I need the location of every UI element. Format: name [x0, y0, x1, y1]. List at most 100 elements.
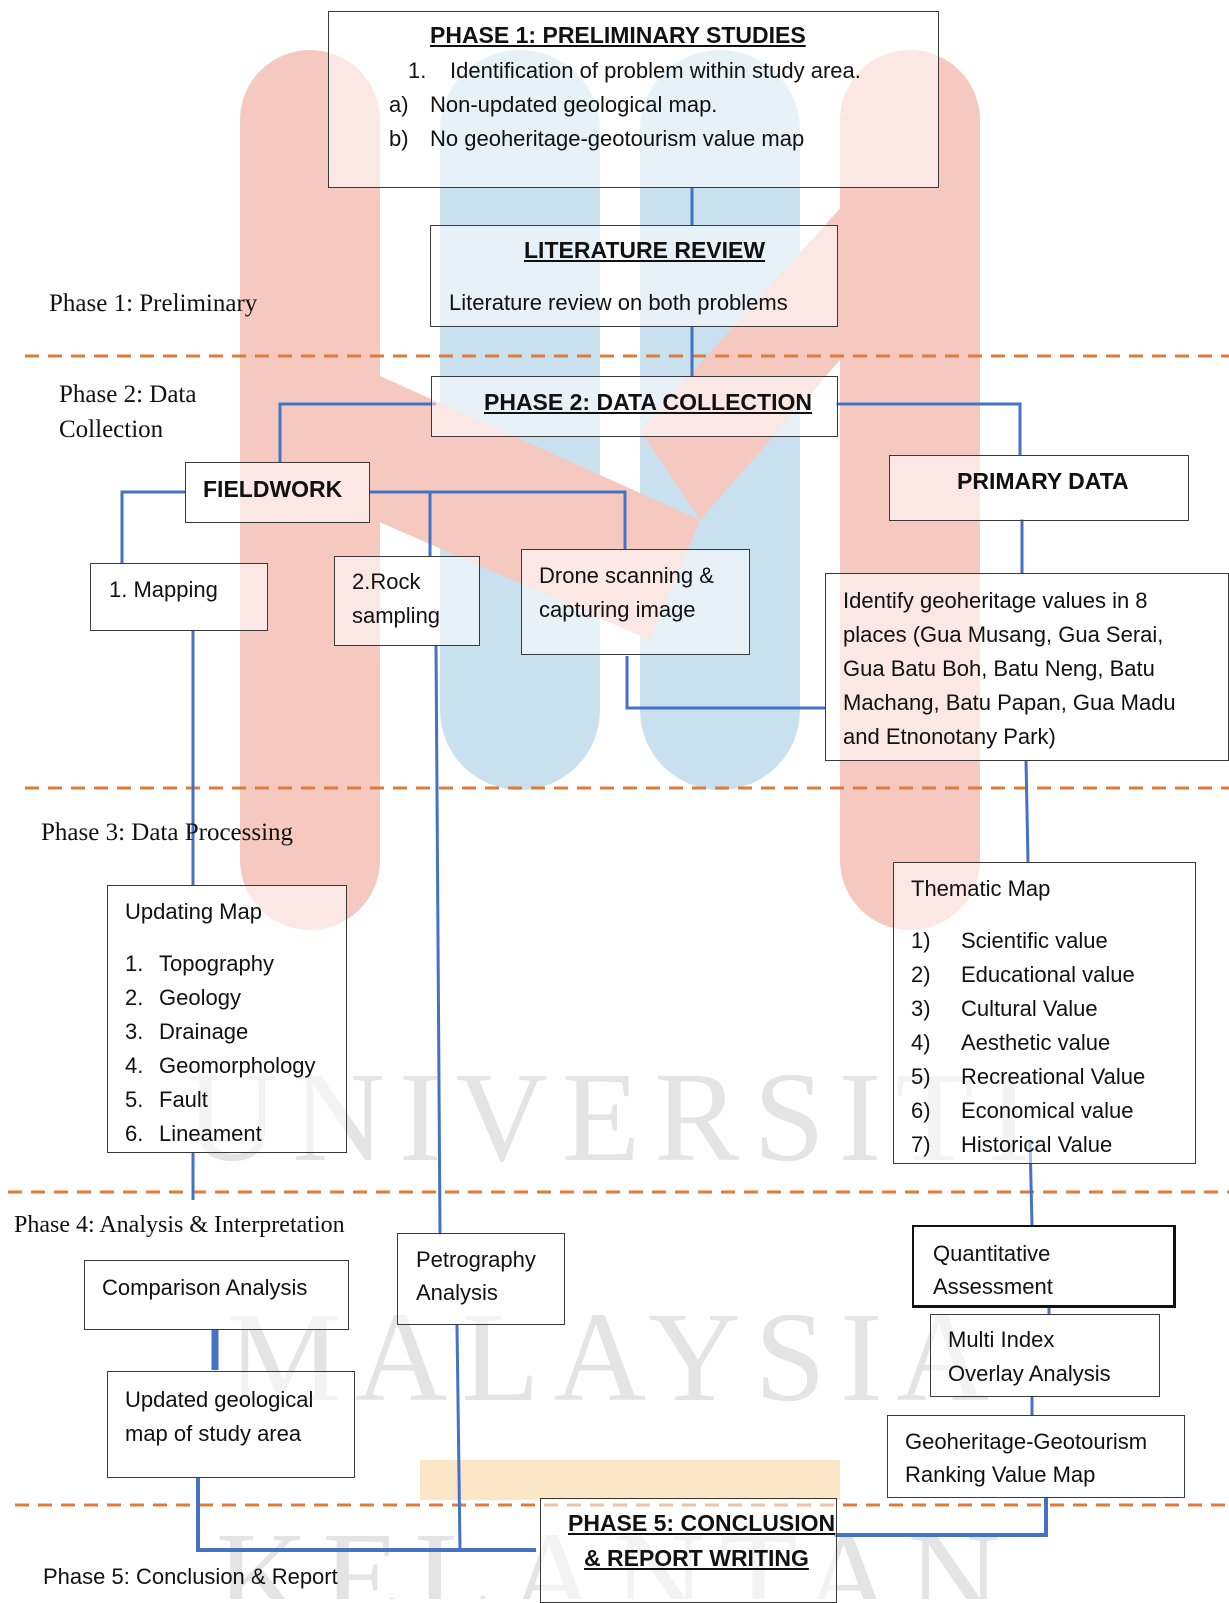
- conclusion-box: [540, 1498, 837, 1603]
- preliminary-studies-box: [328, 11, 939, 188]
- item-text: Recreational Value: [961, 1064, 1146, 1089]
- connector-collection-primary: [836, 402, 1022, 455]
- preliminary-studies-title: PHASE 1: PRELIMINARY STUDIES: [430, 22, 806, 48]
- item-number: 3): [911, 996, 931, 1021]
- item-number: 3.: [125, 1019, 144, 1044]
- thematic-map-item: 5) Recreational Value: [911, 1064, 1145, 1090]
- connector-rock-petro: [434, 644, 442, 1234]
- updating-map-box: [107, 885, 347, 1153]
- thematic-map-item: 6) Economical value: [911, 1098, 1133, 1124]
- rock-sampling-line2: sampling: [352, 603, 441, 628]
- multi-index-overlay-box: [930, 1314, 1160, 1397]
- item-number: 4): [911, 1030, 931, 1055]
- item-text: Educational value: [961, 962, 1135, 987]
- item-number: 6.: [125, 1121, 144, 1146]
- fieldwork-title: FIELDWORK: [203, 476, 343, 502]
- item-number: 4.: [125, 1053, 144, 1078]
- drone-scanning-line2: capturing image: [539, 597, 696, 622]
- item-text: Scientific value: [961, 928, 1108, 953]
- problem-item-1-number: 1.: [408, 58, 427, 83]
- item-number: 1): [911, 928, 931, 953]
- primary-data-title: PRIMARY DATA: [957, 468, 1129, 494]
- item-text: Geology: [159, 985, 241, 1010]
- quantitative-line2: Assessment: [933, 1274, 1053, 1299]
- conclusion-line1: PHASE 5: CONCLUSION: [568, 1510, 836, 1536]
- problem-item-b-marker: b): [389, 126, 409, 151]
- item-text: Topography: [159, 951, 274, 976]
- connector-identify-thematic: [1024, 759, 1030, 863]
- item-number: 6): [911, 1098, 931, 1123]
- rock-sampling-box: [334, 556, 480, 646]
- identify-line-2: places (Gua Musang, Gua Serai,: [843, 622, 1164, 647]
- data-collection-box: [431, 376, 838, 437]
- problem-item-a: Non-updated geological map.: [430, 92, 718, 117]
- thematic-map-item: 3) Cultural Value: [911, 996, 1098, 1022]
- problem-item-b: No geoheritage-geotourism value map: [430, 126, 805, 151]
- literature-review-title: LITERATURE REVIEW: [524, 237, 766, 263]
- petrography-line1: Petrography: [416, 1247, 536, 1272]
- item-text: Geomorphology: [159, 1053, 316, 1078]
- identify-geoheritage-box: [825, 573, 1229, 761]
- updated-map-line2: map of study area: [125, 1421, 302, 1446]
- item-number: 5.: [125, 1087, 144, 1112]
- updating-map-item: 3. Drainage: [125, 1019, 248, 1045]
- identify-line-1: Identify geoheritage values in 8: [843, 588, 1148, 613]
- literature-review-text: Literature review on both problems: [449, 290, 788, 315]
- problem-item-1: Identification of problem within study a…: [450, 58, 861, 83]
- connector-drone-identify: [625, 656, 825, 710]
- item-number: 2): [911, 962, 931, 987]
- phase2-label-line2: Collection: [59, 416, 164, 443]
- rock-sampling-line1: 2.Rock: [352, 569, 421, 594]
- phase2-label-line1: Phase 2: Data: [59, 381, 197, 408]
- updated-map-line1: Updated geological: [125, 1387, 314, 1412]
- thematic-map-item: 1) Scientific value: [911, 928, 1108, 954]
- item-text: Aesthetic value: [961, 1030, 1111, 1055]
- item-number: 7): [911, 1132, 931, 1157]
- drone-scanning-line1: Drone scanning &: [539, 563, 714, 588]
- connector-collection-fieldwork: [278, 402, 436, 462]
- item-number: 1.: [125, 951, 144, 976]
- multi-index-line1: Multi Index: [948, 1327, 1055, 1352]
- thematic-map-box: [893, 862, 1196, 1164]
- thematic-map-item: 7)Historical Value: [911, 1132, 1112, 1158]
- ranking-map-line1: Geoheritage-Geotourism: [905, 1429, 1148, 1454]
- comparison-analysis-text: Comparison Analysis: [102, 1275, 308, 1300]
- identify-line-5: and Etnonotany Park): [843, 724, 1056, 749]
- ranking-value-map-box: [887, 1415, 1185, 1498]
- item-text: Drainage: [159, 1019, 249, 1044]
- problem-item-a-marker: a): [389, 92, 409, 117]
- updating-map-item: 2. Geology: [125, 985, 241, 1011]
- quantitative-line1: Quantitative: [933, 1241, 1051, 1266]
- updating-map-item: 6. Lineament: [125, 1121, 262, 1147]
- thematic-map-title: Thematic Map: [911, 876, 1051, 901]
- connector-updated-conclusion: [196, 1478, 536, 1552]
- updating-map-item: 4. Geomorphology: [125, 1053, 316, 1079]
- item-text: Lineament: [159, 1121, 262, 1146]
- item-text: Economical value: [961, 1098, 1134, 1123]
- literature-review-box: [430, 225, 838, 327]
- mapping-box: [90, 563, 268, 631]
- fieldwork-box: [185, 462, 370, 523]
- item-text: Fault: [159, 1087, 208, 1112]
- multi-index-line2: Overlay Analysis: [948, 1361, 1111, 1386]
- petrography-analysis-box: [397, 1233, 565, 1325]
- thematic-map-item: 4) Aesthetic value: [911, 1030, 1110, 1056]
- phase4-label: Phase 4: Analysis & Interpretation: [14, 1212, 345, 1238]
- drone-scanning-box: [521, 549, 750, 655]
- updating-map-item: 5. Fault: [125, 1087, 208, 1113]
- updated-geological-map-box: [107, 1371, 355, 1478]
- item-text: Cultural Value: [961, 996, 1098, 1021]
- item-number: 2.: [125, 985, 144, 1010]
- mapping-text: 1. Mapping: [109, 577, 218, 602]
- quantitative-assessment-box: [912, 1225, 1176, 1308]
- identify-line-4: Machang, Batu Papan, Gua Madu: [843, 690, 1176, 715]
- connectors: [120, 188, 1051, 1552]
- updating-map-item: 1. Topography: [125, 951, 274, 977]
- watermark-orange-bar: [420, 1460, 840, 1500]
- thematic-map-item: 2) Educational value: [911, 962, 1135, 988]
- petrography-line2: Analysis: [416, 1280, 498, 1305]
- item-number: 5): [911, 1064, 931, 1089]
- connector-petro-conclusion: [455, 1324, 462, 1551]
- primary-data-box: [889, 455, 1189, 521]
